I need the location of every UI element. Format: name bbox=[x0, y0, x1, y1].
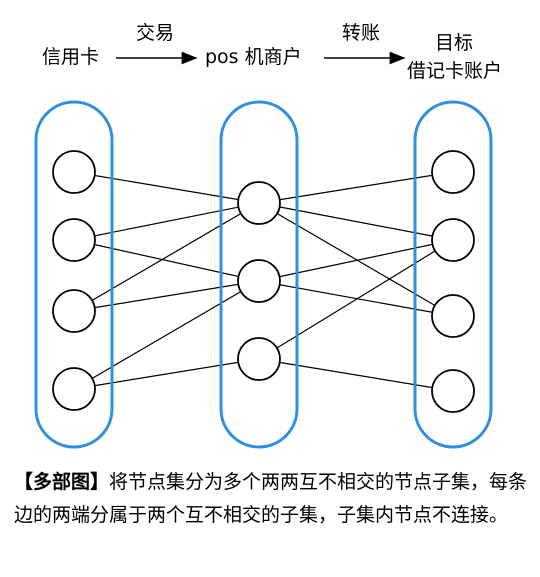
edge-M1-R3 bbox=[258, 202, 454, 317]
group-middle bbox=[219, 100, 299, 449]
edge-label-transfer: 转账 bbox=[342, 22, 381, 44]
node-middle-2 bbox=[237, 259, 281, 303]
edge-M2-R2 bbox=[258, 239, 454, 282]
edge-L3-M2 bbox=[73, 280, 260, 312]
source-label: 信用卡 bbox=[42, 46, 100, 68]
edge-M3-R4 bbox=[258, 358, 454, 392]
edge-label-transaction: 交易 bbox=[136, 22, 175, 44]
edge-L2-M2 bbox=[73, 239, 260, 282]
group-right bbox=[413, 100, 493, 449]
edge-M2-R3 bbox=[258, 280, 454, 317]
node-middle-3 bbox=[237, 337, 281, 381]
edge-L4-M2 bbox=[73, 280, 260, 390]
edge-M1-R1 bbox=[258, 171, 454, 204]
mid-label: pos 机商户 bbox=[205, 46, 302, 68]
caption: 【多部图】将节点集分为多个两两互不相交的节点子集，每条边的两端分属于两个互不相交… bbox=[14, 466, 530, 532]
edges bbox=[73, 171, 454, 392]
edge-M3-R2 bbox=[258, 239, 454, 360]
node-right-1 bbox=[431, 150, 475, 194]
edge-L3-M1 bbox=[73, 202, 260, 312]
edge-L1-M1 bbox=[73, 171, 260, 204]
node-left-4 bbox=[52, 367, 96, 411]
groups bbox=[34, 100, 493, 449]
node-right-3 bbox=[431, 294, 475, 338]
node-right-4 bbox=[431, 369, 475, 413]
node-left-3 bbox=[52, 289, 96, 333]
edge-L2-M1 bbox=[73, 202, 260, 241]
group-left bbox=[34, 100, 114, 449]
caption-text: 将节点集分为多个两两互不相交的节点子集，每条边的两端分属于两个互不相交的子集，子… bbox=[14, 471, 528, 526]
edge-L4-M3 bbox=[73, 358, 260, 390]
node-middle-1 bbox=[237, 181, 281, 225]
edge-M1-R2 bbox=[258, 202, 454, 241]
caption-tag: 【多部图】 bbox=[14, 471, 110, 493]
node-right-2 bbox=[431, 218, 475, 262]
target-label-line1: 目标 bbox=[435, 32, 474, 54]
nodes bbox=[52, 150, 475, 413]
node-left-1 bbox=[52, 150, 96, 194]
target-label-line2: 借记卡账户 bbox=[407, 60, 503, 82]
node-left-2 bbox=[52, 218, 96, 262]
